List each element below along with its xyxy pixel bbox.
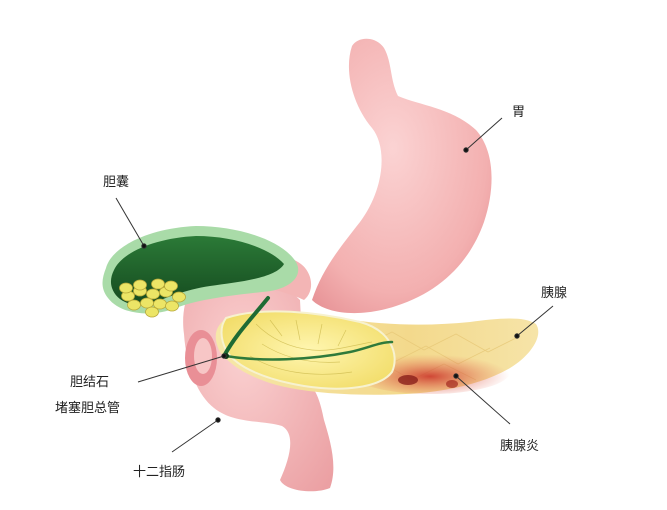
inflammation-spot (398, 375, 418, 385)
gallstone (127, 299, 141, 311)
leader-gallbladder (115, 197, 145, 247)
gallstone (172, 291, 186, 303)
gallstone (145, 306, 159, 318)
leader-stomach (465, 117, 503, 151)
duodenum-lumen-inner (194, 338, 212, 374)
leader-duodenum (171, 419, 219, 453)
gallstones (119, 278, 186, 318)
gallstone (164, 280, 178, 292)
inflammation-spot-2 (446, 380, 458, 388)
common-bile-duct (222, 296, 270, 358)
gallstone (151, 278, 165, 290)
label-pancreatitis: 胰腺炎 (500, 439, 540, 454)
label-duodenum: 十二指肠 (133, 465, 186, 480)
stomach (312, 38, 492, 314)
gallstone (140, 297, 154, 309)
gallstone (133, 279, 147, 291)
gallstone (119, 282, 133, 294)
label-stomach: 胃 (512, 105, 526, 120)
label-pancreas: 胰腺 (541, 286, 568, 301)
label-bile-duct-blockage: 堵塞胆总管 (55, 401, 121, 416)
leader-gallstone (137, 355, 225, 383)
leader-pancreatitis (455, 375, 511, 425)
gallstone (165, 300, 179, 312)
leader-lines (115, 117, 554, 453)
label-gallbladder: 胆囊 (103, 175, 130, 190)
pancreatic-duct (224, 340, 394, 361)
leader-pancreas (516, 305, 554, 337)
label-gallstone: 胆结石 (70, 375, 110, 390)
gallstone (146, 288, 160, 300)
